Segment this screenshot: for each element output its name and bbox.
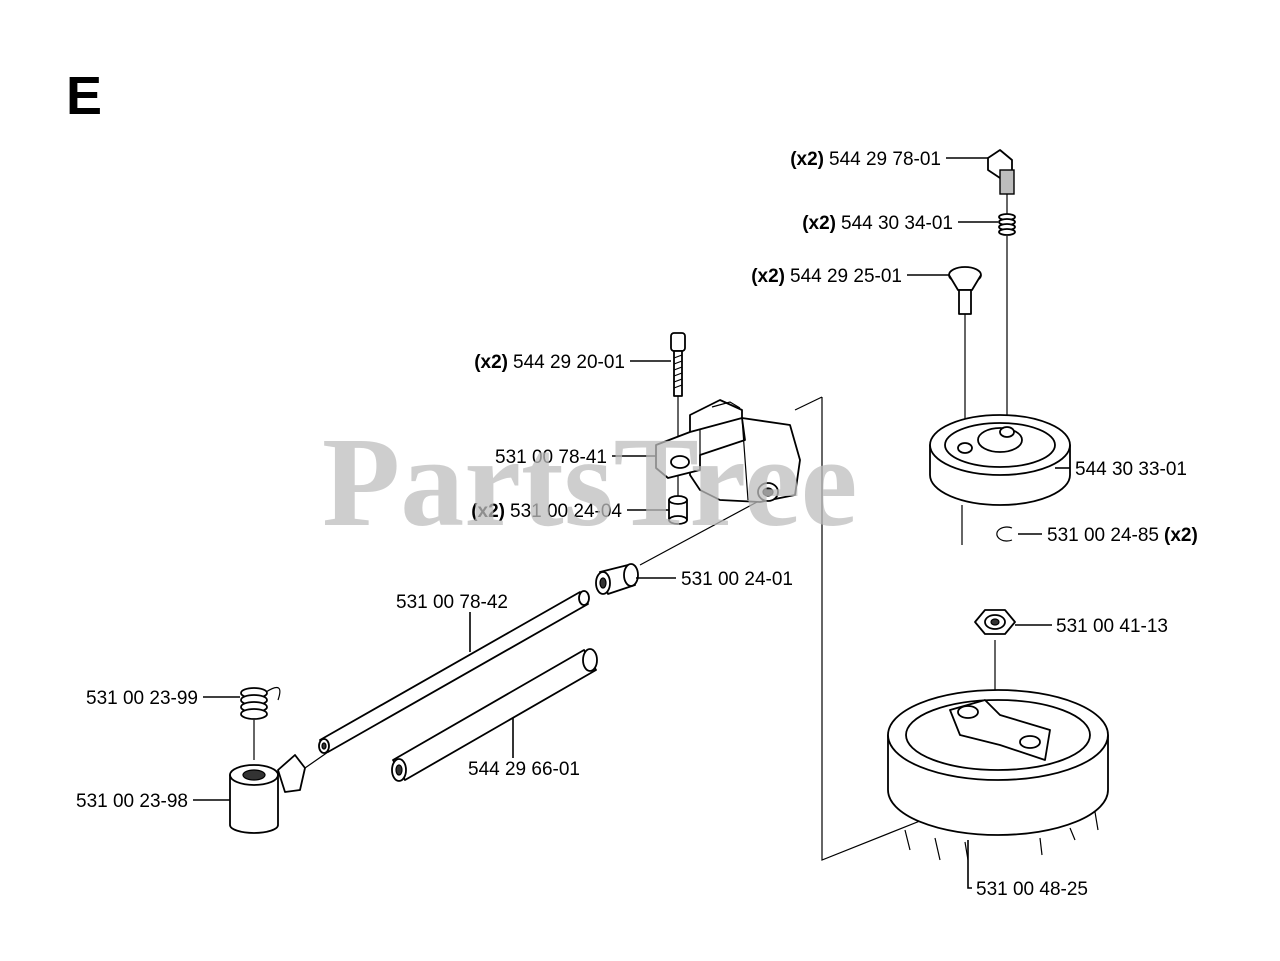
- callout-531-00-23-98: 531 00 23-98: [76, 791, 188, 812]
- callout-531-00-24-85: 531 00 24-85(x2): [1047, 525, 1198, 546]
- callout-544-30-34-01: (x2)544 30 34-01: [802, 213, 953, 234]
- callout-544-29-25-01: (x2)544 29 25-01: [751, 266, 902, 287]
- callout-531-00-24-04: (x2)531 00 24-04: [471, 501, 622, 522]
- housing-531-00-78-41[interactable]: [655, 399, 801, 503]
- watermark-logo: PartsTree: [322, 411, 857, 553]
- tube-531-00-78-42[interactable]: [318, 590, 590, 754]
- spring-531-00-23-99[interactable]: [240, 686, 281, 761]
- callout-531-00-41-13: 531 00 41-13: [1056, 616, 1168, 637]
- callout-531-00-78-41: 531 00 78-41: [495, 447, 607, 468]
- callout-531-00-78-42: 531 00 78-42: [396, 592, 508, 613]
- clip-531-00-24-85[interactable]: [996, 526, 1013, 542]
- callout-531-00-48-25: 531 00 48-25: [976, 879, 1088, 900]
- spring-544-30-34-01[interactable]: [998, 213, 1016, 432]
- section-letter: E: [66, 66, 102, 126]
- tube-544-29-66-01[interactable]: [391, 648, 598, 782]
- callout-531-00-23-99: 531 00 23-99: [86, 688, 198, 709]
- leader-lines: [193, 157, 1070, 889]
- callout-544-29-20-01: (x2)544 29 20-01: [474, 352, 625, 373]
- nut-531-00-41-13[interactable]: [974, 609, 1016, 700]
- guide-line-nozzle: [639, 494, 771, 566]
- housing-544-30-33-01[interactable]: [929, 414, 1071, 545]
- elbow-531-00-23-98[interactable]: [229, 751, 329, 834]
- callout-544-29-78-01: (x2)544 29 78-01: [790, 149, 941, 170]
- knob-544-29-78-01[interactable]: [987, 149, 1015, 215]
- callout-544-30-33-01: 544 30 33-01: [1075, 459, 1187, 480]
- screw-544-29-25-01[interactable]: [948, 266, 982, 450]
- callout-531-00-24-01: 531 00 24-01: [681, 569, 793, 590]
- grommet-531-00-24-01[interactable]: [595, 563, 639, 595]
- guide-line-flywheel: [821, 397, 936, 861]
- spacer-531-00-24-04[interactable]: [668, 495, 688, 525]
- flywheel-531-00-48-25[interactable]: [887, 689, 1109, 861]
- callout-544-29-66-01: 544 29 66-01: [468, 759, 580, 780]
- guide-line-top: [794, 396, 823, 411]
